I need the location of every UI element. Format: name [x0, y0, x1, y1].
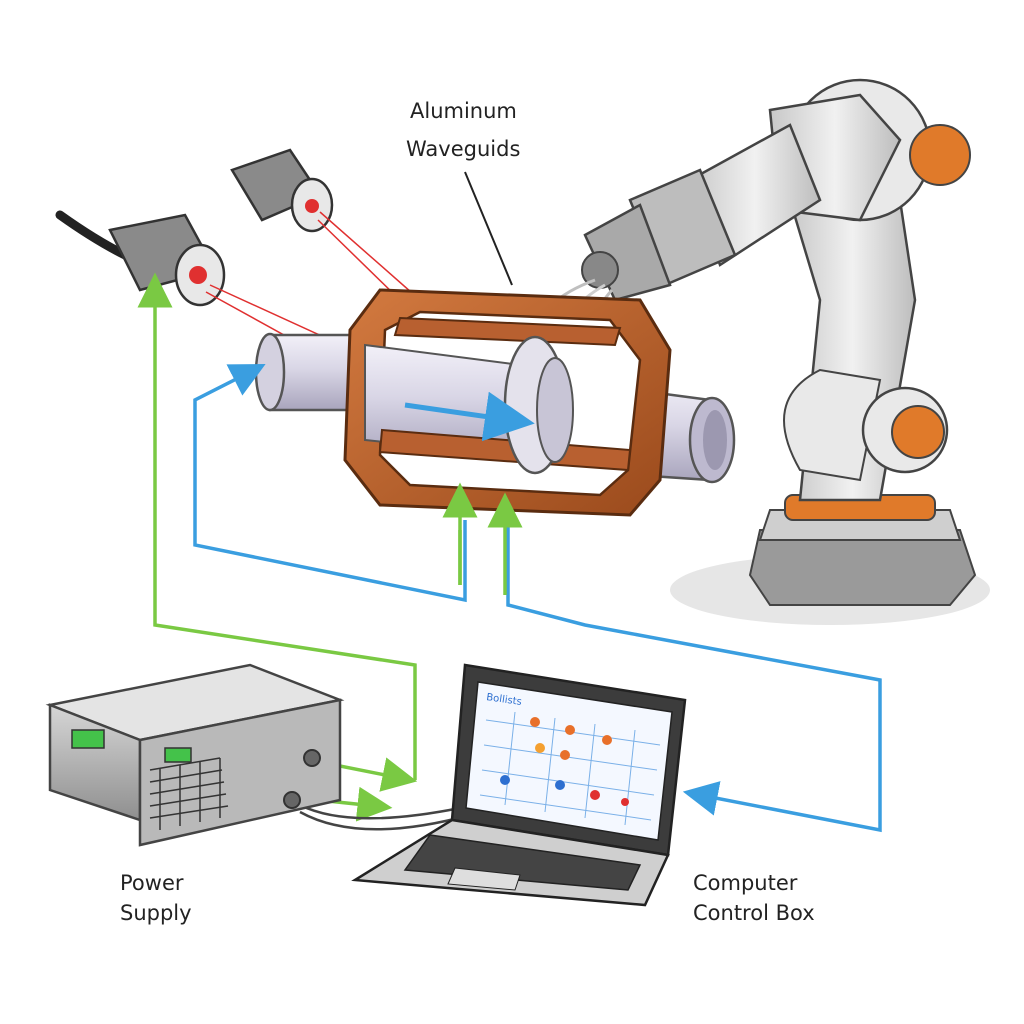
waveguide-label-line2: Waveguids [406, 137, 520, 161]
power-supply-label-line1: Power [120, 871, 184, 895]
vent-grille [149, 757, 229, 830]
laptop-icon: Bollists [351, 663, 687, 907]
power-supply-label-line2: Supply [120, 901, 192, 925]
pipe-assembly [254, 288, 736, 517]
robot-arm-icon [528, 78, 990, 625]
screen-title: Bollists [486, 692, 523, 708]
power-lines [137, 272, 523, 822]
signal-lines [193, 364, 882, 833]
cables [299, 803, 471, 831]
power-supply-icon [45, 663, 345, 847]
screen-data-points [500, 717, 629, 806]
computer-label-line2: Control Box [693, 901, 815, 925]
computer-label: Computer Control Box [693, 871, 815, 925]
waveguide-label-line1: Aluminum [410, 99, 517, 123]
power-supply-label: Power Supply [120, 871, 192, 925]
laser-sensor-icon [230, 148, 334, 233]
computer-label-line1: Computer [693, 871, 798, 895]
laser-sensor-icon [55, 210, 226, 307]
display-led [71, 729, 105, 749]
waveguide-label: Aluminum Waveguids [406, 99, 520, 286]
